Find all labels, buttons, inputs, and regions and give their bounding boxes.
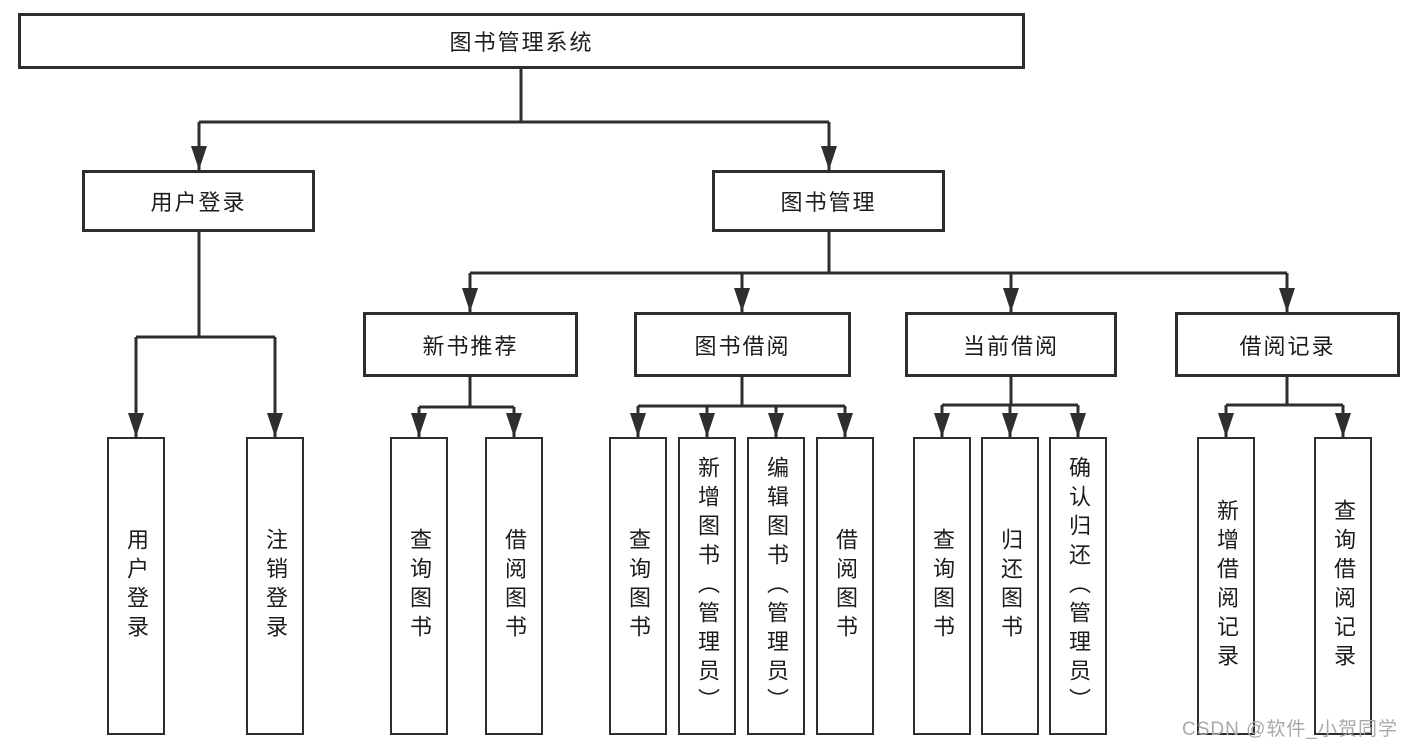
leaf-borrowing-borrow-books-label: 借阅图书 (833, 528, 858, 644)
node-current-borrowing: 当前借阅 (905, 312, 1117, 377)
leaf-recommend-query-books: 查询图书 (390, 437, 448, 735)
leaf-current-query-books-label: 查询图书 (930, 528, 955, 644)
node-user-login: 用户登录 (82, 170, 315, 232)
leaf-recommend-borrow-books: 借阅图书 (485, 437, 543, 735)
node-book-borrowing: 图书借阅 (634, 312, 851, 377)
node-book-management: 图书管理 (712, 170, 945, 232)
leaf-return-books: 归还图书 (981, 437, 1039, 735)
leaf-confirm-return-admin: 确认归还（管理员） (1049, 437, 1107, 735)
leaf-borrowing-query-books-label: 查询图书 (626, 528, 651, 644)
leaf-current-query-books: 查询图书 (913, 437, 971, 735)
leaf-return-books-label: 归还图书 (998, 528, 1023, 644)
leaf-edit-books-admin: 编辑图书（管理员） (747, 437, 805, 735)
leaf-recommend-query-books-label: 查询图书 (407, 528, 432, 644)
leaf-logout: 注销登录 (246, 437, 304, 735)
leaf-borrowing-borrow-books: 借阅图书 (816, 437, 874, 735)
leaf-user-login: 用户登录 (107, 437, 165, 735)
leaf-add-books-admin: 新增图书（管理员） (678, 437, 736, 735)
csdn-watermark: CSDN @软件_小贺同学 (1182, 719, 1398, 740)
leaf-borrowing-query-books: 查询图书 (609, 437, 667, 735)
node-borrow-records: 借阅记录 (1175, 312, 1400, 377)
leaf-add-borrow-record-label: 新增借阅记录 (1214, 499, 1239, 673)
leaf-edit-books-admin-label: 编辑图书（管理员） (764, 455, 789, 717)
leaf-user-login-label: 用户登录 (124, 528, 149, 644)
leaf-query-borrow-record-label: 查询借阅记录 (1331, 499, 1356, 673)
leaf-add-borrow-record: 新增借阅记录 (1197, 437, 1255, 735)
node-new-book-recommend: 新书推荐 (363, 312, 578, 377)
leaf-add-books-admin-label: 新增图书（管理员） (695, 455, 720, 717)
leaf-recommend-borrow-books-label: 借阅图书 (502, 528, 527, 644)
leaf-query-borrow-record: 查询借阅记录 (1314, 437, 1372, 735)
leaf-confirm-return-admin-label: 确认归还（管理员） (1066, 455, 1091, 717)
leaf-logout-label: 注销登录 (263, 528, 288, 644)
node-root-library-system: 图书管理系统 (18, 13, 1025, 69)
